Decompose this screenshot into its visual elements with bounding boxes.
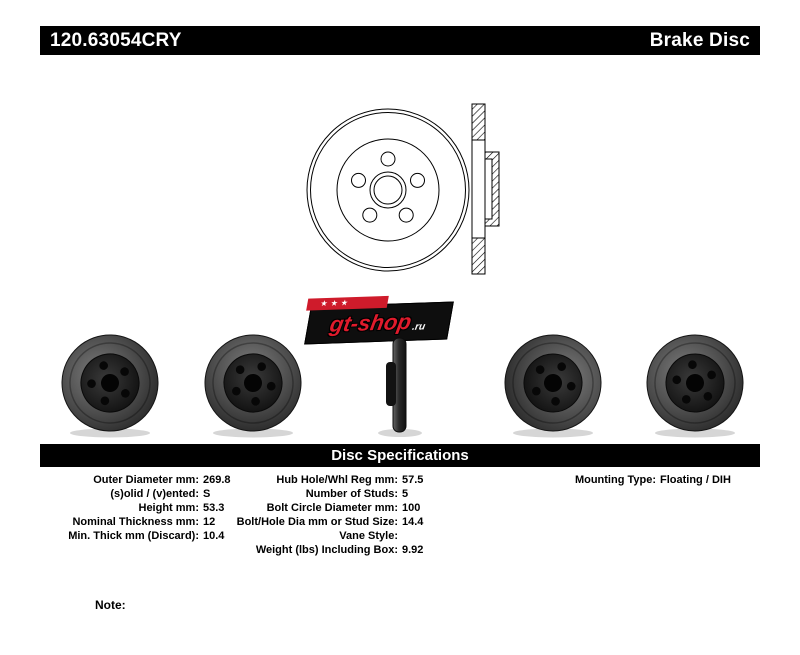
brake-disc-photo-front-hub (640, 330, 750, 438)
specs-title-bar: Disc Specifications (40, 444, 760, 467)
spec-value (402, 529, 460, 543)
specs-title: Disc Specifications (331, 447, 469, 464)
spec-value: 5 (402, 488, 409, 500)
spec-row-outer-diameter: Outer Diameter mm: 269.8 (40, 473, 265, 487)
spec-value: 269.8 (203, 474, 231, 486)
spec-row-min-thickness: Min. Thick mm (Discard): 10.4 (40, 529, 265, 543)
technical-drawing (306, 103, 500, 275)
spec-value: 9.92 (402, 544, 424, 556)
brake-disc-photo-angled-right (198, 330, 308, 440)
spec-value: 57.5 (402, 474, 424, 486)
header-bar: 120.63054CRY Brake Disc (40, 26, 760, 55)
note-label: Note: (95, 598, 126, 612)
spec-row-bolt-circle-diameter: Bolt Circle Diameter mm: 100 (215, 501, 460, 515)
spec-label: Mounting Type: (574, 474, 656, 486)
spec-row-height: Height mm: 53.3 (40, 501, 265, 515)
spec-row-number-of-studs: Number of Studs: 5 (215, 487, 460, 501)
disc-front-view-drawing (306, 108, 470, 272)
spec-row-nominal-thickness: Nominal Thickness mm: 12 (40, 515, 265, 529)
spec-value: 100 (402, 502, 421, 514)
specs-column-middle: Hub Hole/Whl Reg mm: 57.5 Number of Stud… (215, 473, 460, 557)
spec-label: Min. Thick mm (Discard): (68, 530, 199, 542)
spec-row-mounting-type: Mounting Type: Floating / DIH (515, 473, 760, 487)
spec-label: Weight (lbs) Including Box: (255, 544, 398, 556)
spec-value: Floating / DIH (660, 474, 731, 486)
spec-label: Vane Style: (339, 530, 398, 542)
product-type: Brake Disc (649, 29, 750, 51)
spec-label: Number of Studs: (305, 488, 398, 500)
specs-column-right: Mounting Type: Floating / DIH (515, 473, 760, 487)
spec-row-hub-hole: Hub Hole/Whl Reg mm: 57.5 (215, 473, 460, 487)
spec-label: Hub Hole/Whl Reg mm: (276, 474, 398, 486)
logo-stars: ★★★ (319, 298, 352, 309)
spec-row-solid-vented: (s)olid / (v)ented: S (40, 487, 265, 501)
spec-value: 14.4 (402, 516, 424, 528)
spec-label: Bolt Circle Diameter mm: (266, 502, 398, 514)
spec-row-weight: Weight (lbs) Including Box: 9.92 (215, 543, 460, 557)
spec-row-vane-style: Vane Style: (215, 529, 460, 543)
part-number: 120.63054CRY (50, 29, 182, 51)
spec-value: 12 (203, 516, 216, 528)
spec-label: Height mm: (138, 502, 200, 514)
spec-label: Bolt/Hole Dia mm or Stud Size: (236, 516, 398, 528)
spec-label: (s)olid / (v)ented: (110, 488, 199, 500)
spec-label: Nominal Thickness mm: (72, 516, 199, 528)
spec-label: Outer Diameter mm: (93, 474, 199, 486)
spec-value: S (203, 488, 211, 500)
spec-row-bolt-hole-dia: Bolt/Hole Dia mm or Stud Size: 14.4 (215, 515, 460, 529)
spec-value: 53.3 (203, 502, 225, 514)
disc-cross-section-drawing (471, 103, 500, 275)
specs-column-left: Outer Diameter mm: 269.8 (s)olid / (v)en… (40, 473, 265, 543)
brake-disc-photo-edge-view (378, 337, 422, 437)
brake-disc-photo-front (498, 330, 608, 440)
spec-value: 10.4 (203, 530, 225, 542)
brake-disc-photo-angled-left (55, 330, 165, 440)
